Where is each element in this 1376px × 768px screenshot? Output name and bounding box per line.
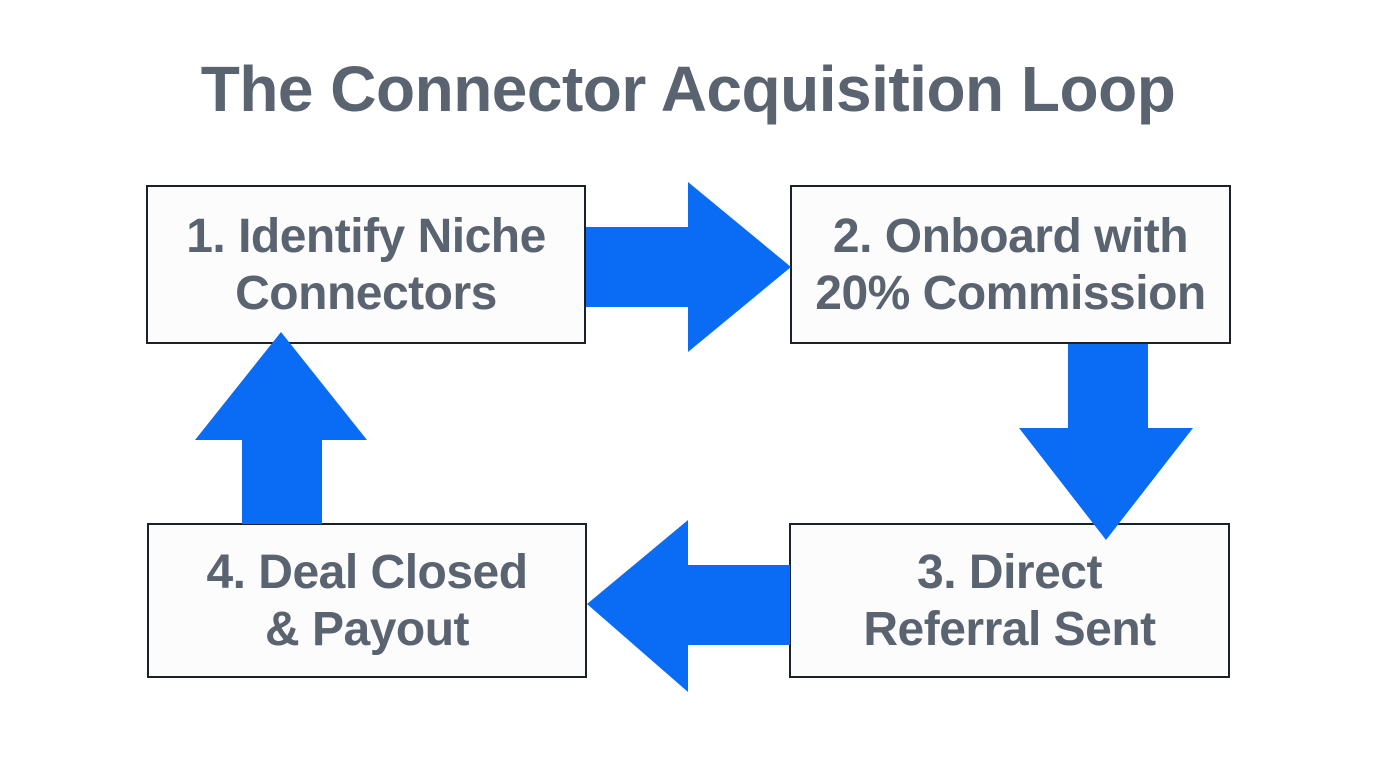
step-label-line: 20% Commission: [815, 266, 1206, 320]
step-label-line: 3. Direct: [917, 545, 1102, 599]
arrow-right-icon: [586, 182, 791, 352]
step-label-line: Connectors: [235, 266, 497, 320]
step-box-direct-referral: 3. Direct Referral Sent: [789, 523, 1230, 678]
step-label-line: 4. Deal Closed: [206, 545, 528, 599]
page-title: The Connector Acquisition Loop: [200, 53, 1176, 125]
step-label-line: 1. Identify Niche: [186, 209, 546, 263]
step-box-deal-closed-payout: 4. Deal Closed & Payout: [147, 523, 587, 678]
step-label-line: Referral Sent: [863, 602, 1156, 656]
step-box-onboard-commission: 2. Onboard with 20% Commission: [790, 185, 1231, 344]
step-box-identify-connectors: 1. Identify Niche Connectors: [146, 185, 586, 344]
step-label-line: 2. Onboard with: [832, 209, 1189, 263]
arrow-left-icon: [587, 520, 790, 692]
arrow-down-icon: [1019, 344, 1193, 540]
step-label-line: & Payout: [264, 602, 470, 656]
arrow-up-icon: [195, 332, 367, 524]
